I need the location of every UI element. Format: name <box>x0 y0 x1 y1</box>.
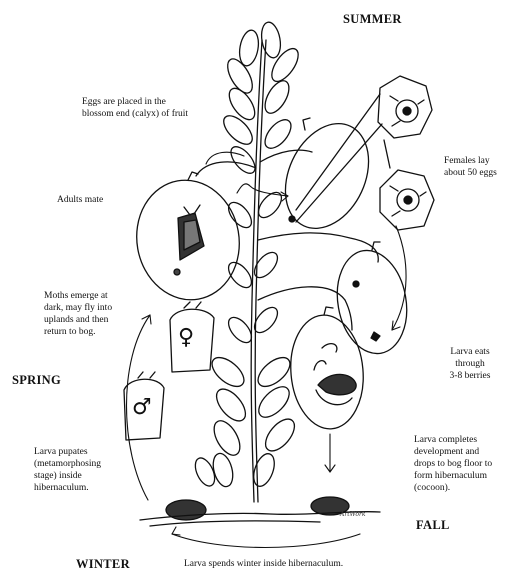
season-spring: SPRING <box>12 373 61 388</box>
caption-moths-emerge: Moths emerge at dark, may fly into uplan… <box>44 290 112 338</box>
branch-upper <box>196 162 256 176</box>
caption-winter: Larva spends winter inside hibernaculum. <box>184 558 343 570</box>
artist-signature: ArtWork <box>339 511 366 518</box>
female-symbol-icon: ♀ <box>178 326 194 350</box>
caption-eggs: Eggs are placed in the blossom end (caly… <box>82 96 188 120</box>
caption-females: Females lay about 50 eggs <box>444 155 497 179</box>
season-summer: SUMMER <box>343 12 402 27</box>
calyx-magnified-2 <box>380 170 434 230</box>
berry-lower <box>286 312 368 432</box>
berry-right <box>329 245 414 359</box>
runner-right <box>258 287 345 300</box>
caption-larva-completes: Larva completes development and drops to… <box>414 434 492 494</box>
caption-larva-pupates: Larva pupates (metamorphosing stage) ins… <box>34 446 101 494</box>
season-winter: WINTER <box>76 557 130 572</box>
berry-top <box>269 110 384 242</box>
caption-larva-eats: Larva eats through 3-8 berries <box>440 346 500 382</box>
male-symbol-icon: ♂ <box>132 396 152 420</box>
season-fall: FALL <box>416 518 450 533</box>
moth-drawing <box>178 205 204 260</box>
plant-leaves <box>191 21 303 489</box>
caption-adults-mate: Adults mate <box>57 194 103 206</box>
larva-drawing <box>314 344 356 405</box>
calyx-magnified-1 <box>378 76 432 138</box>
